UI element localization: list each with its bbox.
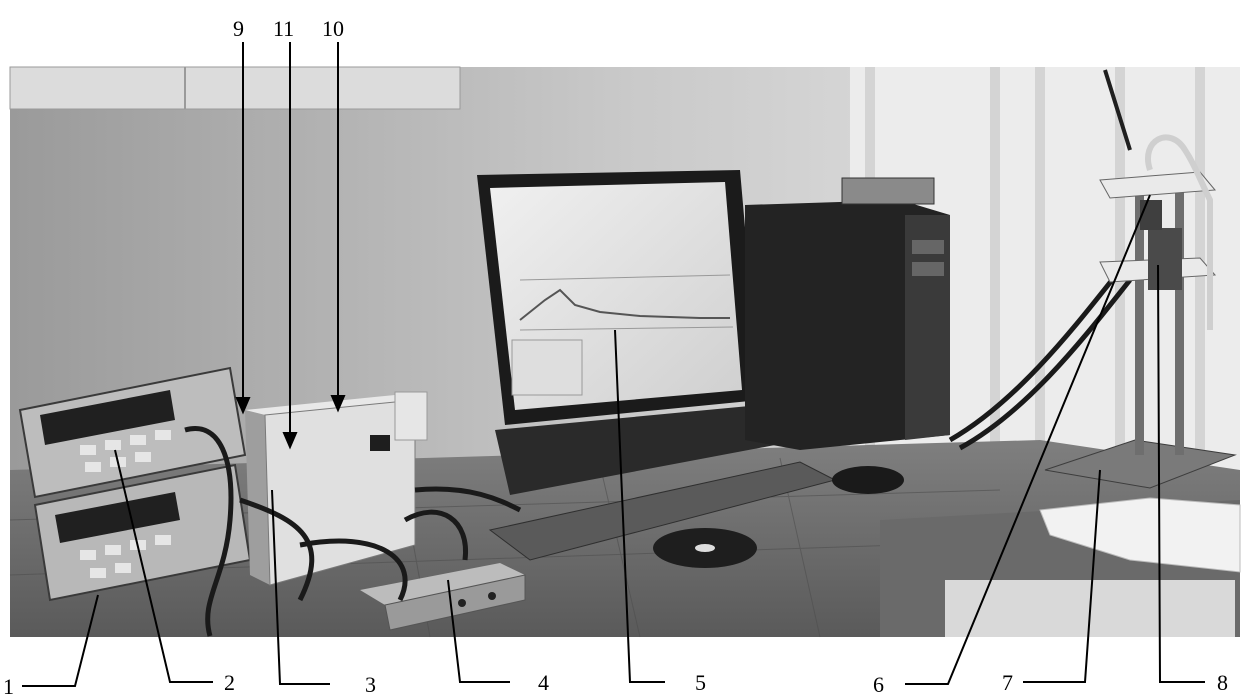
monitor <box>477 170 775 495</box>
label-10: 10 <box>322 16 344 41</box>
label-3: 3 <box>365 672 376 697</box>
papers <box>1039 497 1241 573</box>
label-1: 1 <box>3 674 14 699</box>
lab-photo <box>9 66 1241 638</box>
label-2: 2 <box>224 670 235 695</box>
electronic-unit <box>245 395 416 586</box>
label-5: 5 <box>695 670 706 695</box>
wall-socket <box>394 391 428 441</box>
measuring-stand <box>1044 69 1237 489</box>
label-9: 9 <box>233 16 244 41</box>
wall-cabinet <box>9 66 461 110</box>
label-7: 7 <box>1002 670 1013 695</box>
pc-tower <box>745 177 950 450</box>
cell-top <box>1140 200 1162 230</box>
label-4: 4 <box>538 670 549 695</box>
multimeter-1 <box>33 463 252 602</box>
multimeter-2 <box>18 366 247 499</box>
cables <box>184 268 1132 637</box>
leader-lines <box>22 42 1205 687</box>
mouse <box>832 466 904 494</box>
label-8: 8 <box>1217 670 1228 695</box>
label-6: 6 <box>873 672 884 697</box>
label-11: 11 <box>273 16 295 41</box>
